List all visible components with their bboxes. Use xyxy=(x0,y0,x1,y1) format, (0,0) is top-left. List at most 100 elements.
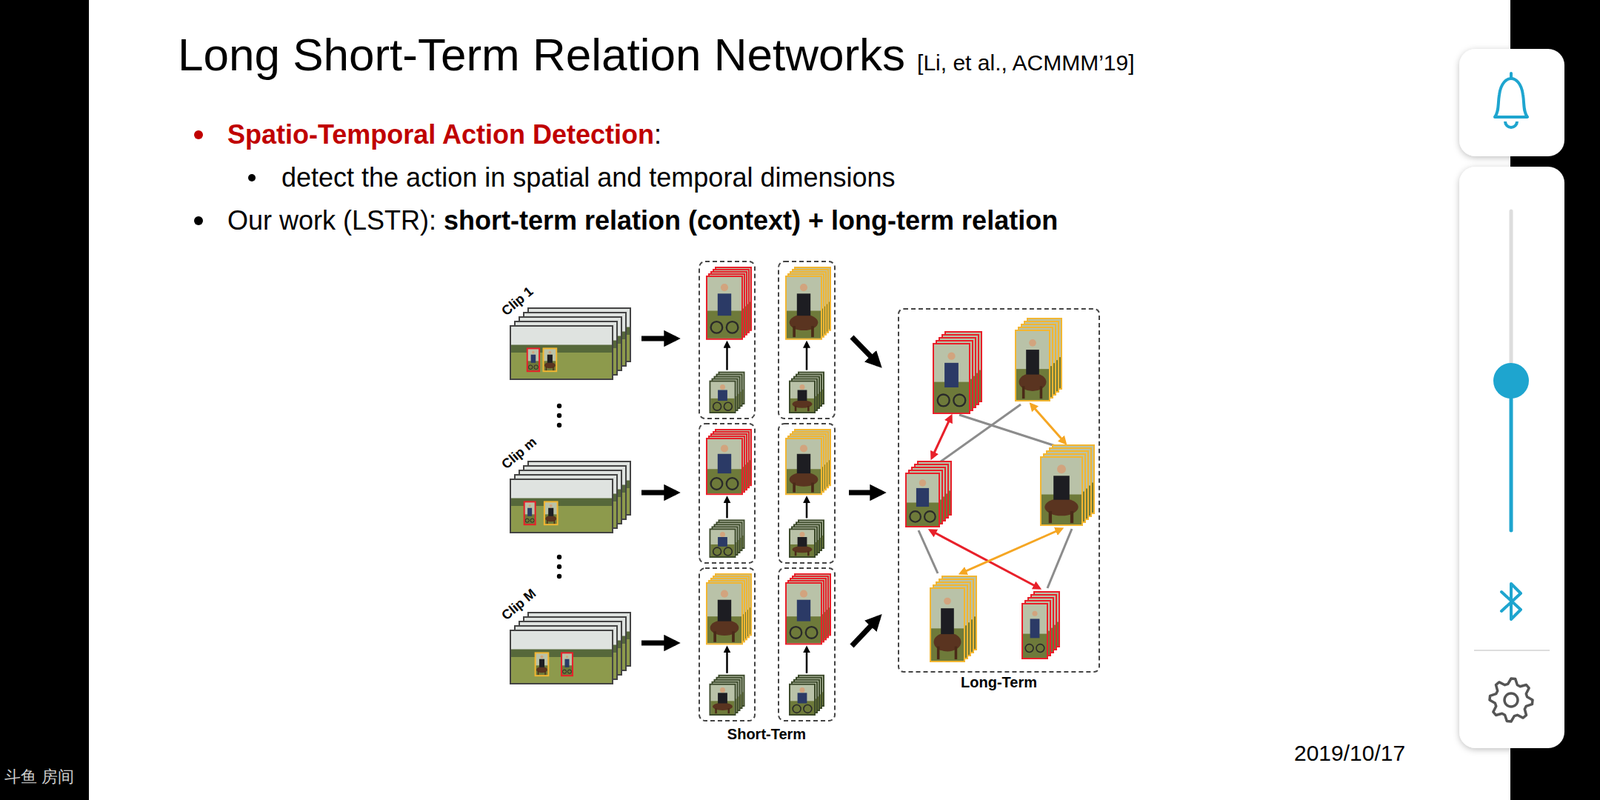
flow-arrow xyxy=(851,617,879,646)
node-text-holder: Clip m xyxy=(508,457,549,472)
rider-body xyxy=(944,362,959,388)
frame-border xyxy=(789,381,815,413)
rider-head xyxy=(800,590,808,598)
frame xyxy=(785,438,822,495)
rider-body xyxy=(797,454,811,474)
rider-head xyxy=(531,351,535,355)
frame-border xyxy=(1015,330,1050,401)
frame-background xyxy=(707,583,742,643)
frame-background xyxy=(524,501,536,525)
ellipsis-dots xyxy=(557,554,562,579)
bike-wheel xyxy=(528,365,533,370)
divider xyxy=(1474,649,1550,652)
horse-leg xyxy=(552,366,554,372)
clip-node: Clip 1 xyxy=(508,303,633,381)
dot xyxy=(557,564,562,569)
slider-fill xyxy=(1509,380,1514,531)
frame-background xyxy=(544,501,558,525)
node-text-holder: Clip M xyxy=(508,608,549,623)
frame-border xyxy=(930,588,965,662)
rider-body xyxy=(1030,618,1040,638)
gear-icon xyxy=(1489,678,1533,722)
horse-leg xyxy=(807,405,810,412)
frame-background xyxy=(527,348,540,372)
clip-node: Clip M xyxy=(508,608,633,686)
short-term-group xyxy=(778,261,835,419)
slider-knob xyxy=(1493,362,1529,399)
rider-body xyxy=(797,537,808,547)
bike-wheel xyxy=(909,511,921,523)
slide-label: 2019/10/17 xyxy=(1294,740,1406,766)
long-term-stack xyxy=(1015,318,1062,401)
bike-wheel xyxy=(726,477,739,490)
bullet-row: Spatio-Temporal Action Detection: xyxy=(194,117,662,153)
dashed-box xyxy=(778,423,835,563)
slide-label: Spatio-Temporal Action Detection xyxy=(227,119,655,151)
frame-background xyxy=(707,439,742,494)
short-term-group xyxy=(699,568,755,721)
flow-arrow xyxy=(641,336,676,342)
frame xyxy=(710,684,736,715)
rider-body xyxy=(531,354,537,363)
horse-leg xyxy=(1040,385,1043,399)
frame xyxy=(933,343,970,414)
frame-background xyxy=(931,588,964,661)
frame xyxy=(789,528,815,558)
rider-body xyxy=(940,608,955,635)
frame xyxy=(510,479,613,533)
frame-border xyxy=(710,528,736,558)
bike-wheel xyxy=(953,394,966,406)
horse-leg xyxy=(714,708,718,714)
rider-head xyxy=(799,531,805,538)
frame-border xyxy=(706,438,743,495)
illustration xyxy=(510,261,1095,721)
bike-wheel xyxy=(530,518,535,523)
frame-background xyxy=(790,685,815,715)
horse-leg xyxy=(811,482,815,493)
frame xyxy=(706,438,743,495)
horse-leg xyxy=(728,708,731,714)
rider-head xyxy=(720,283,729,292)
rider-head xyxy=(720,444,729,452)
relation-line xyxy=(1047,528,1072,589)
frame-background xyxy=(1022,604,1047,658)
detection-box xyxy=(535,652,549,676)
relation-arrow xyxy=(931,416,952,458)
bike-wheel xyxy=(711,321,723,334)
relation-arrow xyxy=(1031,404,1066,443)
clip-label: Clip M xyxy=(498,585,539,623)
slide-label: : xyxy=(654,119,662,151)
dashed-box xyxy=(778,568,835,721)
horse-leg xyxy=(937,646,940,660)
bullet-dot xyxy=(194,130,203,140)
slider-track xyxy=(1509,211,1514,381)
frame-border xyxy=(785,582,822,644)
rider-body xyxy=(797,293,811,316)
horse-leg xyxy=(811,325,815,338)
slide-label: Short-Term xyxy=(727,725,806,743)
bell-icon xyxy=(1509,73,1513,79)
clip-label: Clip 1 xyxy=(498,283,536,319)
horse-leg xyxy=(807,551,810,556)
bike-wheel xyxy=(805,626,818,639)
detection-box xyxy=(561,652,573,676)
frame xyxy=(1022,603,1048,659)
flow-arrow xyxy=(641,640,676,646)
horse-leg xyxy=(794,405,798,412)
bike-wheel xyxy=(567,669,572,674)
frame-background xyxy=(707,277,742,339)
flow-arrow xyxy=(851,337,879,365)
rider-body xyxy=(539,659,545,668)
rider-body xyxy=(797,692,808,703)
dot xyxy=(557,554,562,560)
detection-box xyxy=(544,501,558,525)
rider-head xyxy=(720,687,726,693)
frame-background xyxy=(711,529,735,557)
dashed-box xyxy=(699,423,755,563)
label-holder: Short-Term xyxy=(692,725,841,743)
rider-head xyxy=(565,655,569,658)
up-arrow xyxy=(805,342,809,371)
rider-head xyxy=(528,504,532,507)
frame-border xyxy=(710,381,736,413)
relation-line xyxy=(918,530,938,574)
